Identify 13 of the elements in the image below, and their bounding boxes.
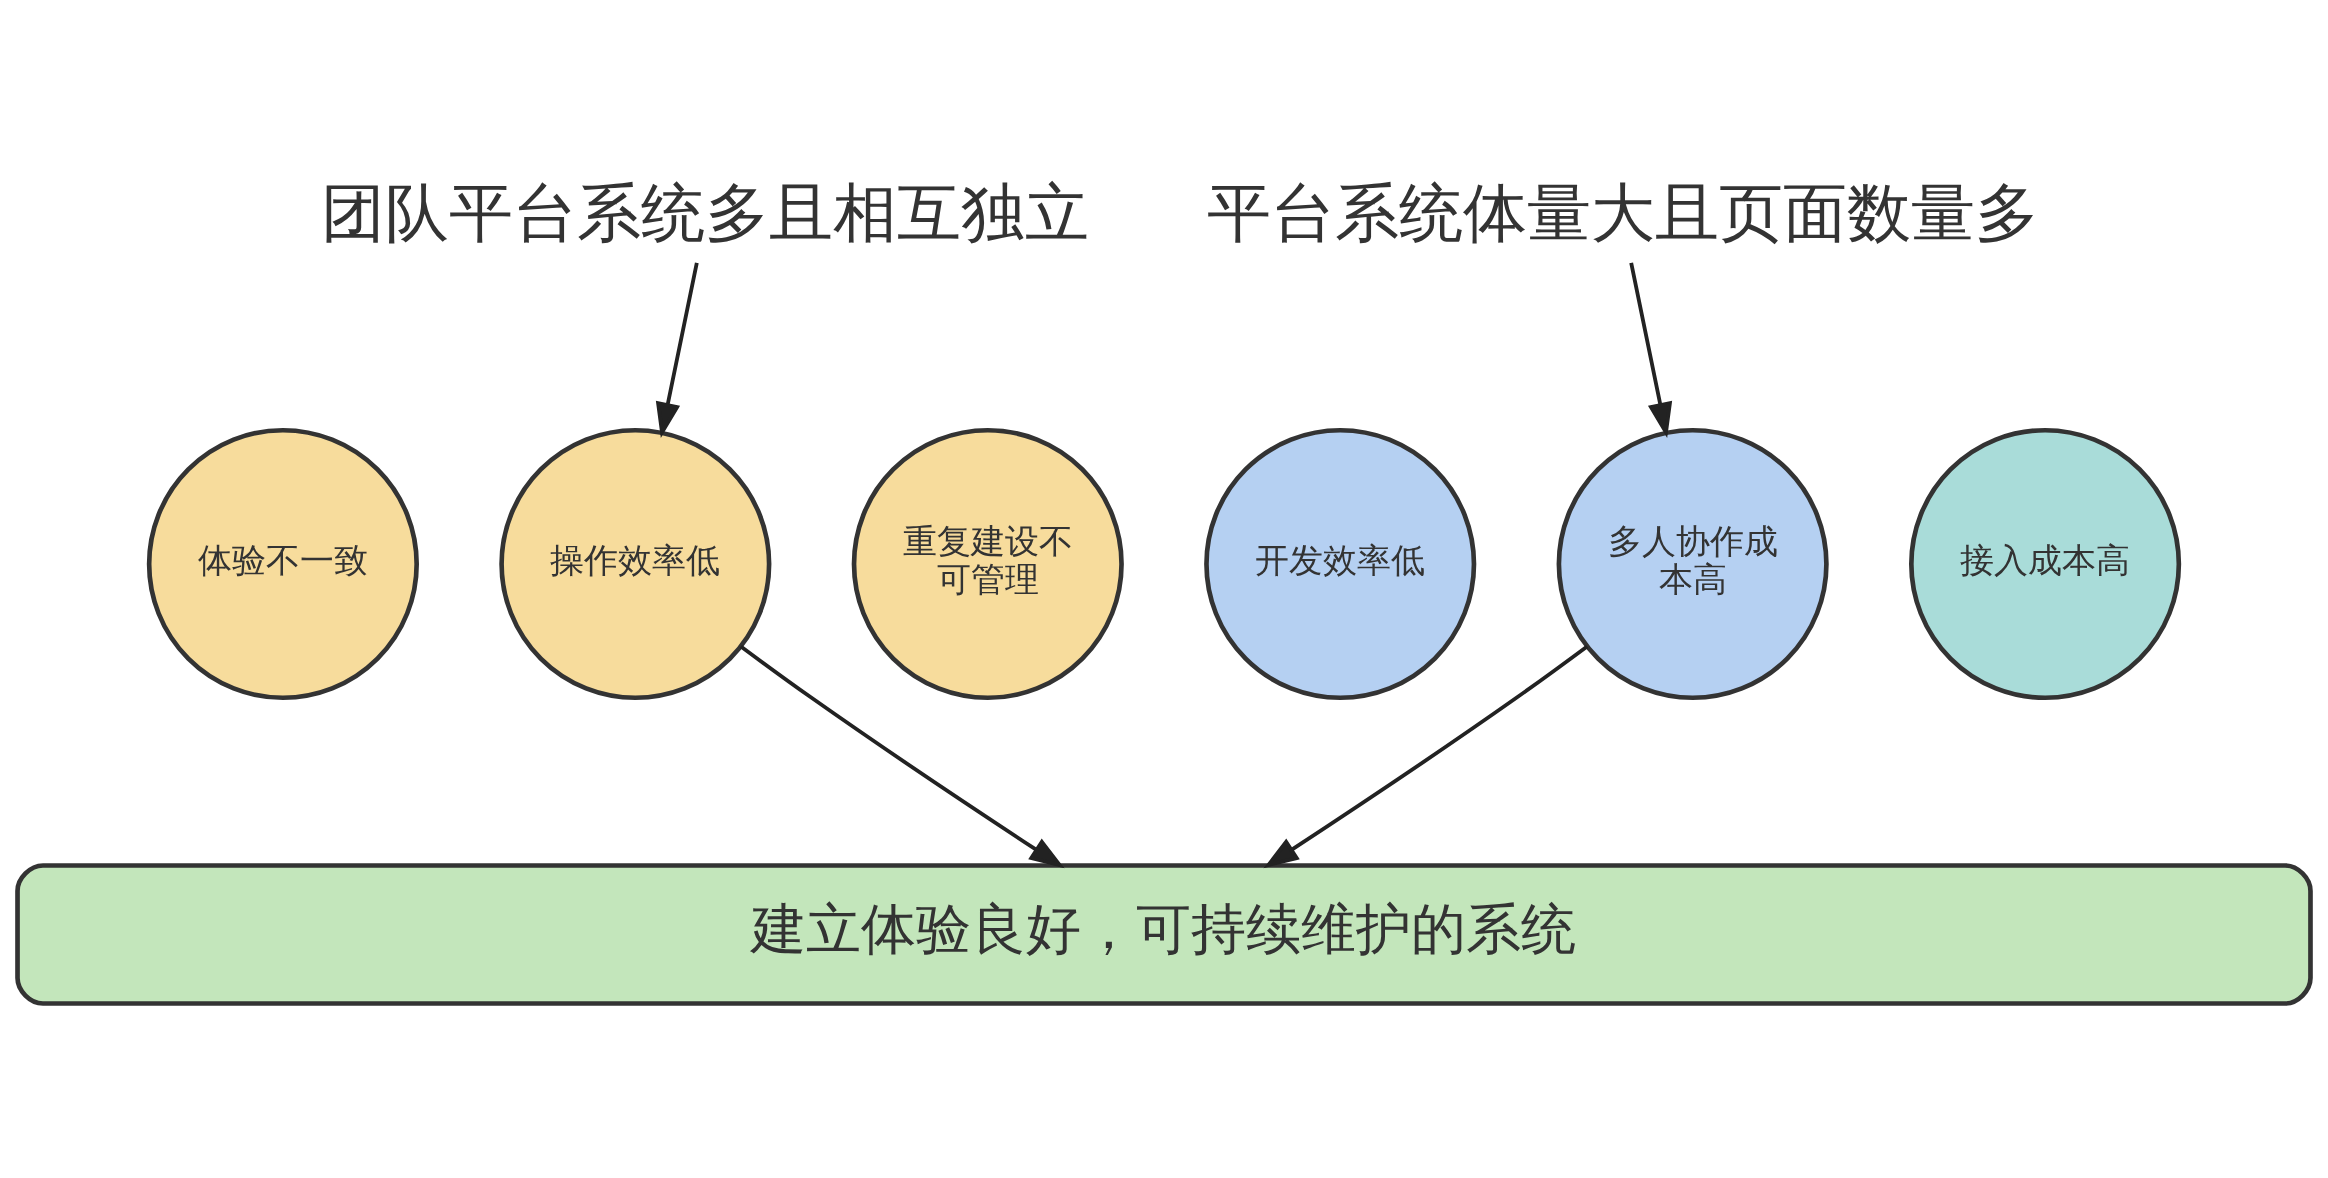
arrow xyxy=(655,262,699,438)
node-circle: 多人协作成本高 xyxy=(1556,427,1829,700)
node-circle: 接入成本高 xyxy=(1909,427,2182,700)
arrow xyxy=(739,644,1065,868)
node-box: 建立体验良好，可持续维护的系统 xyxy=(15,862,2313,1006)
arrow xyxy=(1263,644,1589,868)
arrow xyxy=(1629,262,1673,438)
node-text: 团队平台系统多且相互独立 xyxy=(321,175,1090,250)
node-circle: 重复建设不可管理 xyxy=(851,427,1124,700)
node-circle: 体验不一致 xyxy=(146,427,419,700)
node-circle: 操作效率低 xyxy=(499,427,772,700)
node-text: 平台系统体量大且页面数量多 xyxy=(1206,175,2039,250)
node-circle: 开发效率低 xyxy=(1204,427,1477,700)
